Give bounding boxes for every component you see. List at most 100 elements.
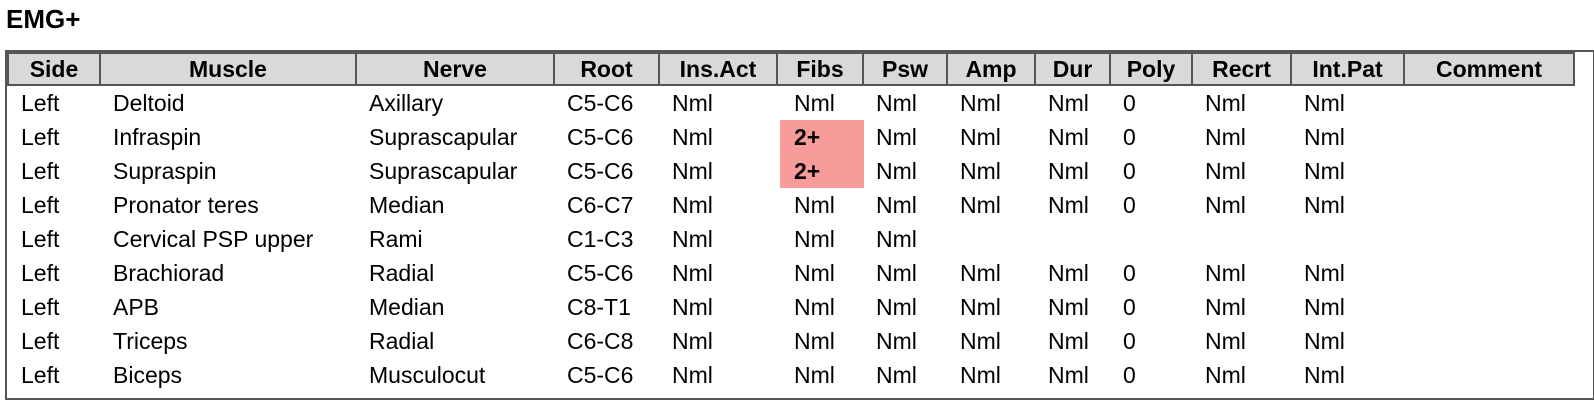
cell-int-pat: Nml	[1304, 260, 1345, 286]
cell-root: C6-C8	[567, 328, 634, 354]
cell-recrt: Nml	[1205, 90, 1246, 116]
cell-muscle: Pronator teres	[113, 192, 259, 218]
column-header-fibs: Fibs	[776, 52, 864, 86]
cell-muscle: Infraspin	[113, 124, 202, 150]
cell-amp: Nml	[960, 192, 1001, 218]
cell-psw: Nml	[876, 362, 917, 388]
column-header-poly: Poly	[1109, 52, 1193, 86]
cell-muscle: Supraspin	[113, 158, 217, 184]
column-header-nerve: Nerve	[355, 52, 555, 86]
cell-side: Left	[21, 158, 60, 184]
cell-amp: Nml	[960, 328, 1001, 354]
column-header-root: Root	[553, 52, 660, 86]
cell-nerve: Musculocut	[369, 362, 486, 388]
column-header-muscle: Muscle	[99, 52, 357, 86]
column-header-psw: Psw	[862, 52, 948, 86]
cell-dur: Nml	[1048, 90, 1089, 116]
cell-side: Left	[21, 124, 60, 150]
cell-root: C1-C3	[567, 226, 634, 252]
cell-ins-act: Nml	[672, 328, 713, 354]
cell-comment	[1403, 154, 1573, 188]
cell-fibs: Nml	[794, 260, 835, 286]
cell-dur: Nml	[1048, 362, 1089, 388]
cell-psw: Nml	[876, 328, 917, 354]
cell-int-pat: Nml	[1304, 362, 1345, 388]
cell-root: C5-C6	[567, 362, 634, 388]
cell-ins-act: Nml	[672, 192, 713, 218]
cell-amp: Nml	[960, 124, 1001, 150]
cell-recrt: Nml	[1205, 294, 1246, 320]
cell-side: Left	[21, 260, 60, 286]
cell-fibs: Nml	[794, 362, 835, 388]
cell-recrt: Nml	[1205, 158, 1246, 184]
cell-amp: Nml	[960, 90, 1001, 116]
column-header-dur: Dur	[1034, 52, 1111, 86]
cell-recrt: Nml	[1205, 260, 1246, 286]
cell-side: Left	[21, 90, 60, 116]
cell-int-pat: Nml	[1304, 158, 1345, 184]
cell-dur	[1034, 222, 1109, 256]
cell-ins-act: Nml	[672, 260, 713, 286]
cell-amp	[946, 222, 1034, 256]
cell-recrt: Nml	[1205, 124, 1246, 150]
cell-comment	[1403, 188, 1573, 222]
cell-nerve: Axillary	[369, 90, 444, 116]
cell-poly: 0	[1123, 90, 1136, 116]
cell-poly: 0	[1123, 294, 1136, 320]
cell-fibs: 2+	[780, 154, 864, 188]
cell-int-pat: Nml	[1304, 124, 1345, 150]
cell-comment	[1403, 256, 1573, 290]
cell-muscle: Brachiorad	[113, 260, 225, 286]
column-header-comment: Comment	[1403, 52, 1575, 86]
cell-recrt: Nml	[1205, 328, 1246, 354]
cell-side: Left	[21, 328, 60, 354]
cell-poly	[1109, 222, 1191, 256]
cell-ins-act: Nml	[672, 158, 713, 184]
column-header-amp: Amp	[946, 52, 1036, 86]
cell-comment	[1403, 120, 1573, 154]
cell-amp: Nml	[960, 158, 1001, 184]
cell-poly: 0	[1123, 124, 1136, 150]
cell-root: C8-T1	[567, 294, 631, 320]
cell-muscle: Triceps	[113, 328, 188, 354]
cell-dur: Nml	[1048, 158, 1089, 184]
column-header-recrt: Recrt	[1191, 52, 1292, 86]
cell-comment	[1403, 324, 1573, 358]
cell-dur: Nml	[1048, 260, 1089, 286]
cell-ins-act: Nml	[672, 226, 713, 252]
cell-fibs: Nml	[794, 328, 835, 354]
cell-root: C5-C6	[567, 124, 634, 150]
cell-poly: 0	[1123, 158, 1136, 184]
column-header-ins-act: Ins.Act	[658, 52, 778, 86]
cell-comment	[1403, 358, 1573, 392]
cell-nerve: Radial	[369, 328, 435, 354]
cell-muscle: Biceps	[113, 362, 183, 388]
cell-ins-act: Nml	[672, 124, 713, 150]
cell-fibs: Nml	[794, 294, 835, 320]
cell-ins-act: Nml	[672, 294, 713, 320]
cell-dur: Nml	[1048, 192, 1089, 218]
cell-recrt: Nml	[1205, 362, 1246, 388]
cell-amp: Nml	[960, 362, 1001, 388]
cell-ins-act: Nml	[672, 362, 713, 388]
cell-psw: Nml	[876, 90, 917, 116]
cell-nerve: Rami	[369, 226, 423, 252]
cell-dur: Nml	[1048, 328, 1089, 354]
cell-psw: Nml	[876, 124, 917, 150]
cell-muscle: APB	[113, 294, 160, 320]
cell-poly: 0	[1123, 260, 1136, 286]
page-title: EMG+	[6, 4, 81, 34]
cell-nerve: Radial	[369, 260, 435, 286]
cell-dur: Nml	[1048, 294, 1089, 320]
cell-fibs: Nml	[794, 226, 835, 252]
cell-side: Left	[21, 226, 60, 252]
cell-dur: Nml	[1048, 124, 1089, 150]
cell-root: C6-C7	[567, 192, 634, 218]
cell-amp: Nml	[960, 260, 1001, 286]
cell-int-pat: Nml	[1304, 90, 1345, 116]
cell-int-pat: Nml	[1304, 294, 1345, 320]
cell-fibs: Nml	[794, 192, 835, 218]
cell-root: C5-C6	[567, 260, 634, 286]
cell-int-pat: Nml	[1304, 192, 1345, 218]
